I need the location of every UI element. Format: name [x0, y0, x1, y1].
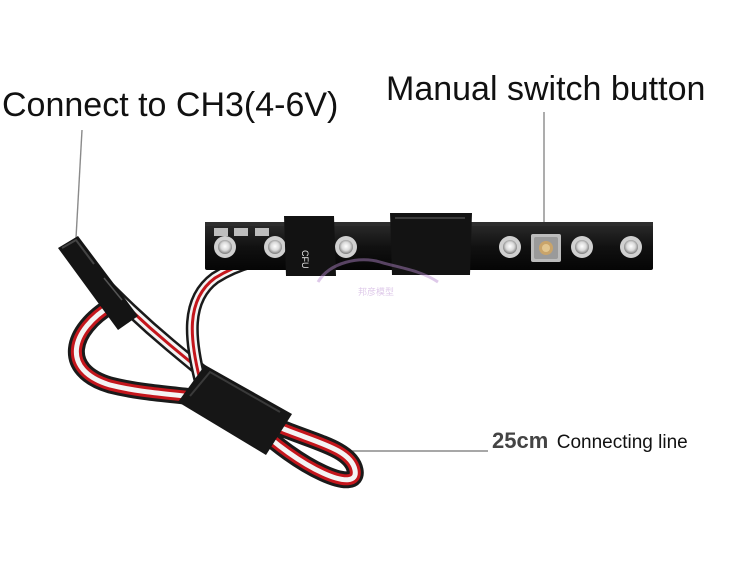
label-connect-ch3: Connect to CH3(4-6V) — [2, 86, 339, 124]
cable-heatshrink — [178, 365, 292, 455]
line-length: 25cm — [492, 428, 549, 453]
pointer-lines — [75, 112, 545, 452]
led-lens-icon — [335, 236, 357, 258]
svg-text:邦彦模型: 邦彦模型 — [358, 286, 394, 298]
servo-cable — [68, 245, 364, 489]
pointer-connect — [75, 129, 83, 239]
led-lens-icon — [264, 236, 286, 258]
servo-connector-icon — [58, 236, 138, 330]
label-manual-switch: Manual switch button — [386, 70, 706, 108]
line-caption: Connecting line — [556, 432, 688, 453]
board-heatshrink — [284, 213, 472, 276]
led-lens-icons — [214, 236, 642, 258]
led-lens-icon — [571, 236, 593, 258]
led-lens-icon — [499, 236, 521, 258]
led-lens-icon — [214, 236, 236, 258]
tact-switch-icon — [531, 234, 561, 262]
watermark: 邦彦模型 — [316, 258, 439, 298]
board-marking: CFU — [300, 250, 310, 269]
label-connecting-line: 25cm Connecting line — [492, 428, 688, 454]
led-lens-icon — [620, 236, 642, 258]
